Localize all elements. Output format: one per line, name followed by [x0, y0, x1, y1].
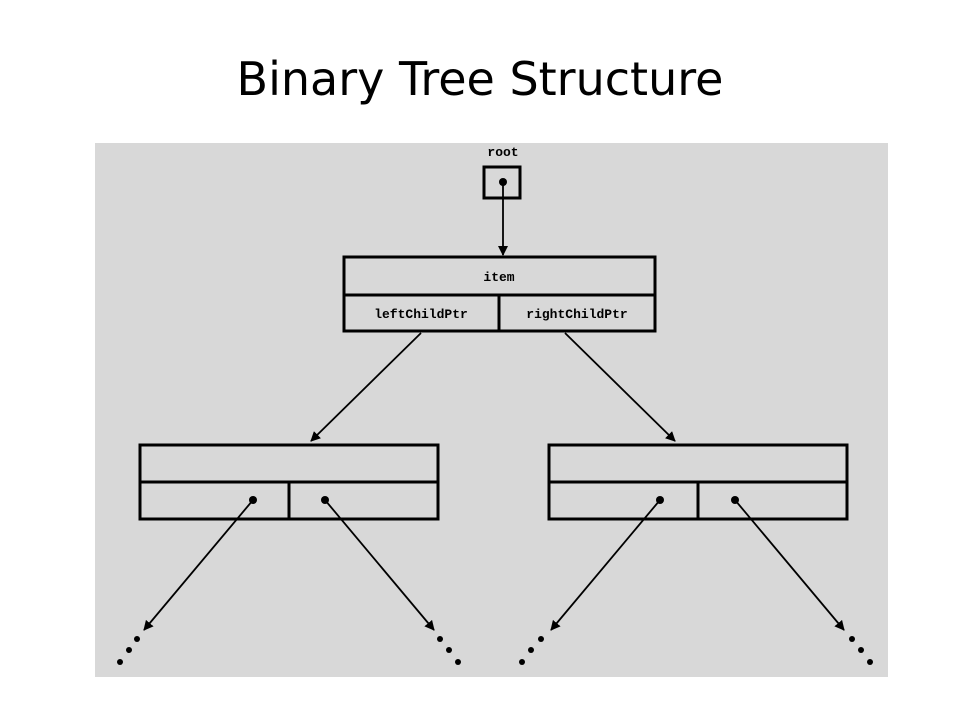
grandchild-arrow-2 [324, 499, 435, 631]
grandchild-arrow-4 [734, 499, 845, 631]
continuation-dots-4 [849, 636, 873, 665]
diagram-panel: root item leftChildPtr rightChildPtr [95, 143, 888, 677]
left-child-arrow [310, 332, 422, 442]
root-label: root [487, 145, 518, 160]
continuation-dots-2 [437, 636, 461, 665]
grandchild-arrow-3 [550, 499, 661, 631]
item-label: item [483, 270, 514, 285]
right-child-arrow [564, 332, 676, 442]
grandchild-arrow-1 [143, 499, 254, 631]
root-pointer-box [482, 165, 522, 200]
tree-diagram-svg: root item leftChildPtr rightChildPtr [117, 145, 873, 665]
continuation-dots-1 [117, 636, 140, 665]
slide-title: Binary Tree Structure [236, 52, 724, 106]
left-child-node [138, 443, 440, 521]
right-child-node [547, 443, 849, 521]
left-child-ptr-label: leftChildPtr [374, 307, 468, 322]
right-child-ptr-label: rightChildPtr [526, 307, 627, 322]
root-node: item leftChildPtr rightChildPtr [342, 255, 657, 333]
continuation-dots-3 [519, 636, 544, 665]
